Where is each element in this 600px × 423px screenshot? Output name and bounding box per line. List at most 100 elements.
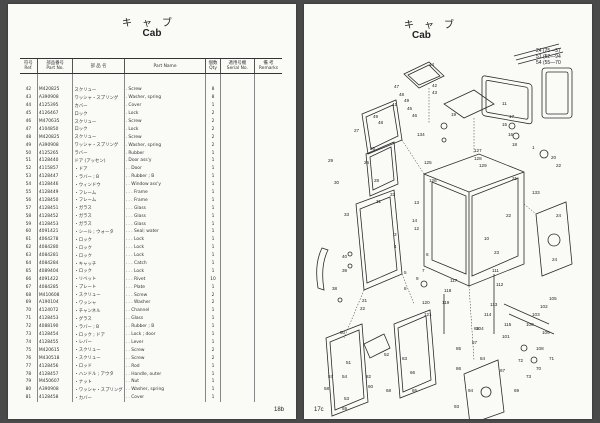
knob — [480, 386, 492, 398]
cell-remarks — [253, 157, 282, 165]
cell-jp: ・レバー — [72, 338, 125, 347]
cell-serial — [219, 86, 255, 94]
cell-serial — [219, 188, 255, 197]
callout-number: 73 — [526, 374, 532, 379]
callout-number: 66 — [410, 370, 416, 375]
cell-qty: 8 — [205, 86, 221, 94]
cell-remarks — [253, 354, 282, 363]
cell-pn: A390908 — [36, 93, 73, 102]
callout-number: 114 — [484, 312, 492, 317]
cell-qty: 2 — [205, 109, 221, 118]
bolt — [539, 149, 549, 159]
cell-remarks — [253, 377, 282, 386]
cell-ref: 55 — [25, 190, 32, 196]
cell-jp: ・シール ; ウォータ — [72, 228, 125, 236]
cell-ref: 63 — [25, 253, 32, 259]
cell-jp: ・ロッド — [72, 362, 125, 371]
cell-pn: 4128456 — [36, 362, 73, 371]
callout-number: 17 — [509, 114, 515, 119]
cell-name: . . Glass — [123, 314, 206, 323]
callout-number: 22 — [556, 163, 562, 168]
cell-jp: ワッシャ・スプリング — [72, 141, 125, 150]
cell-pn: 4084285 — [36, 283, 73, 292]
rubber-seal — [316, 247, 329, 291]
cell-pn: 4126467 — [36, 109, 73, 118]
cell-serial — [219, 267, 255, 276]
cell-remarks — [253, 149, 282, 158]
callout-number: 129 — [479, 163, 487, 168]
callout-number: 39 — [342, 268, 348, 273]
cell-serial — [219, 101, 255, 110]
cell-jp: ・ウィンドウ — [72, 180, 125, 189]
cell-remarks — [253, 322, 282, 331]
cell-jp: ドア (アッセン) — [72, 157, 125, 165]
cab-frame — [423, 153, 525, 287]
callout-number: 67 — [500, 368, 506, 373]
cell-name: . . . Glass — [123, 220, 206, 229]
cell-remarks — [253, 212, 282, 221]
cell-qty: 1 — [205, 322, 221, 331]
cell-qty: 1 — [205, 377, 221, 386]
left-window-frame — [361, 99, 403, 155]
cell-name: . . . Screw — [123, 291, 206, 300]
cell-remarks — [253, 220, 282, 229]
cell-pn: 4128440 — [36, 157, 73, 165]
callout-number: 54 — [342, 374, 348, 379]
callout-number: 82 — [366, 374, 372, 379]
left-window-glass — [365, 104, 399, 150]
cell-pn: 4064278 — [36, 235, 73, 244]
cell-qty: 1 — [205, 362, 221, 371]
cell-ref: 45 — [25, 111, 32, 117]
cell-qty: 1 — [205, 283, 221, 292]
cell-qty: 1 — [205, 101, 221, 110]
callout-number: 48 — [399, 92, 405, 97]
cell-jp: ・スクリュー — [72, 354, 125, 363]
cell-serial — [219, 291, 255, 300]
cell-pn: 4128457 — [36, 370, 73, 378]
cell-jp: ・ワッシャ — [72, 299, 125, 307]
cell-remarks — [253, 109, 282, 118]
cell-remarks — [253, 299, 282, 307]
cell-name: . . . Glass — [123, 212, 206, 221]
cell-remarks — [253, 275, 282, 284]
rod — [515, 47, 562, 61]
cell-pn: 4128452 — [36, 212, 73, 221]
cell-pn: M450607 — [36, 377, 73, 386]
callout-number: 27 — [354, 128, 360, 133]
callout-number: 22 — [506, 213, 512, 218]
cell-qty: 8 — [205, 93, 221, 102]
cell-remarks — [253, 346, 282, 355]
cell-ref: 79 — [25, 379, 32, 385]
callout-number: 128 — [474, 156, 482, 161]
cell-qty: 2 — [205, 299, 221, 307]
cell-remarks — [253, 196, 282, 205]
cell-pn: M470635 — [36, 117, 73, 126]
cell-jp: ・スクリュー — [72, 291, 125, 300]
bolt — [337, 297, 343, 303]
cell-pn: 4125265 — [36, 149, 73, 158]
cell-qty: 1 — [205, 330, 221, 339]
callout-number: 15 — [502, 122, 508, 127]
cell-name: . . Door — [123, 164, 206, 173]
cell-serial — [219, 393, 255, 402]
cell-serial — [219, 275, 255, 284]
callout-number: 46 — [412, 113, 418, 118]
cell-remarks — [253, 117, 282, 126]
cell-qty: 1 — [205, 204, 221, 213]
cell-jp: ・ガラス — [72, 220, 125, 229]
diagram-drawing — [316, 43, 573, 419]
cell-name: . . . Rivet — [123, 275, 206, 284]
callout-number: 84 — [480, 356, 486, 361]
